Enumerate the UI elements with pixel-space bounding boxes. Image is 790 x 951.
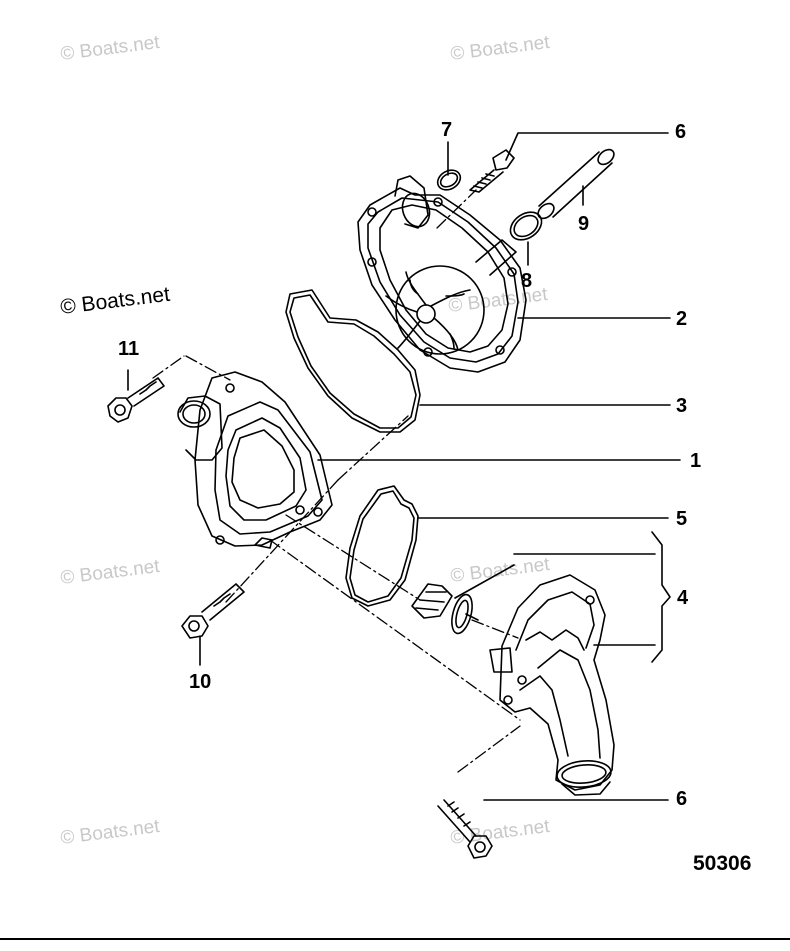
gasket-large-3 — [285, 289, 421, 433]
diagram-id: 50306 — [693, 852, 752, 875]
callout-7: 7 — [441, 119, 453, 141]
callout-6-top: 6 — [675, 121, 687, 143]
thermostat — [411, 583, 479, 635]
bottom-rule — [0, 938, 790, 940]
callout-4: 4 — [677, 587, 689, 609]
bolt-11 — [107, 377, 165, 423]
leader-lines — [127, 132, 681, 801]
bolt-6-top — [469, 149, 515, 193]
alignment-lines — [152, 189, 521, 773]
callout-8: 8 — [521, 270, 533, 292]
pin-9 — [537, 148, 615, 220]
o-ring-small-7 — [436, 169, 462, 191]
thermostat-cover-4 — [489, 574, 615, 796]
callout-2: 2 — [676, 308, 688, 330]
o-ring-8 — [509, 211, 543, 241]
bolt-10 — [181, 583, 245, 639]
pump-housing-2 — [357, 175, 527, 373]
bolt-6-bottom — [437, 799, 493, 859]
callout-11: 11 — [118, 338, 140, 360]
callout-5: 5 — [676, 508, 688, 530]
callout-9: 9 — [578, 213, 590, 235]
gasket-small-5 — [345, 485, 419, 607]
thermostat-housing-1 — [177, 371, 333, 549]
callout-3: 3 — [676, 395, 688, 417]
callout-10: 10 — [189, 671, 212, 693]
callout-6-bottom: 6 — [676, 788, 688, 810]
callout-1: 1 — [690, 450, 702, 472]
